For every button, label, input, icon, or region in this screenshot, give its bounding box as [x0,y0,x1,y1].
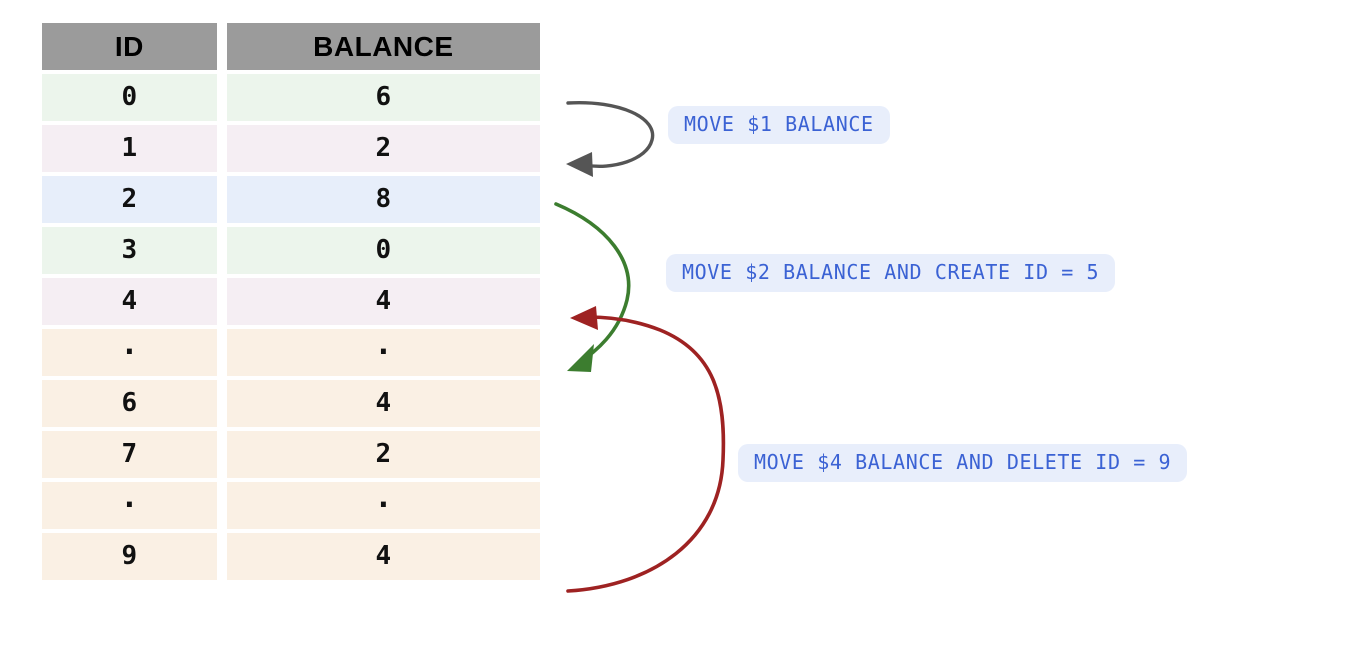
cell-id: 1 [42,125,227,176]
cell-balance: 6 [226,74,540,125]
cell-balance: · [226,329,540,380]
cell-balance: 0 [226,227,540,278]
cell-id: 7 [42,431,227,482]
arrow-move-2 [554,202,631,372]
arrow-move-3 [566,306,726,593]
header-row: ID BALANCE [42,23,540,74]
arrow-move-1 [566,100,655,177]
annotation-label-move-2: MOVE $2 BALANCE AND CREATE ID = 5 [666,254,1116,292]
annotation-label-move-1: MOVE $1 BALANCE [668,106,890,144]
cell-balance: 4 [226,380,540,431]
table-header: ID BALANCE [42,23,540,74]
cell-id: 0 [42,74,227,125]
cell-balance: 4 [226,533,540,584]
cell-balance: 4 [226,278,540,329]
cell-id: 4 [42,278,227,329]
cell-balance: 2 [226,125,540,176]
cell-id: 9 [42,533,227,584]
column-header-id: ID [42,23,227,74]
cell-id: 6 [42,380,227,431]
cell-id: · [42,329,227,380]
cell-id: · [42,482,227,533]
cell-balance: · [226,482,540,533]
cell-id: 3 [42,227,227,278]
annotation-label-move-3: MOVE $4 BALANCE AND DELETE ID = 9 [738,444,1188,482]
cell-id: 2 [42,176,227,227]
cell-balance: 2 [226,431,540,482]
table-row: ·· [42,329,540,380]
cell-balance: 8 [226,176,540,227]
column-header-balance: BALANCE [226,23,540,74]
table-row: ·· [42,482,540,533]
